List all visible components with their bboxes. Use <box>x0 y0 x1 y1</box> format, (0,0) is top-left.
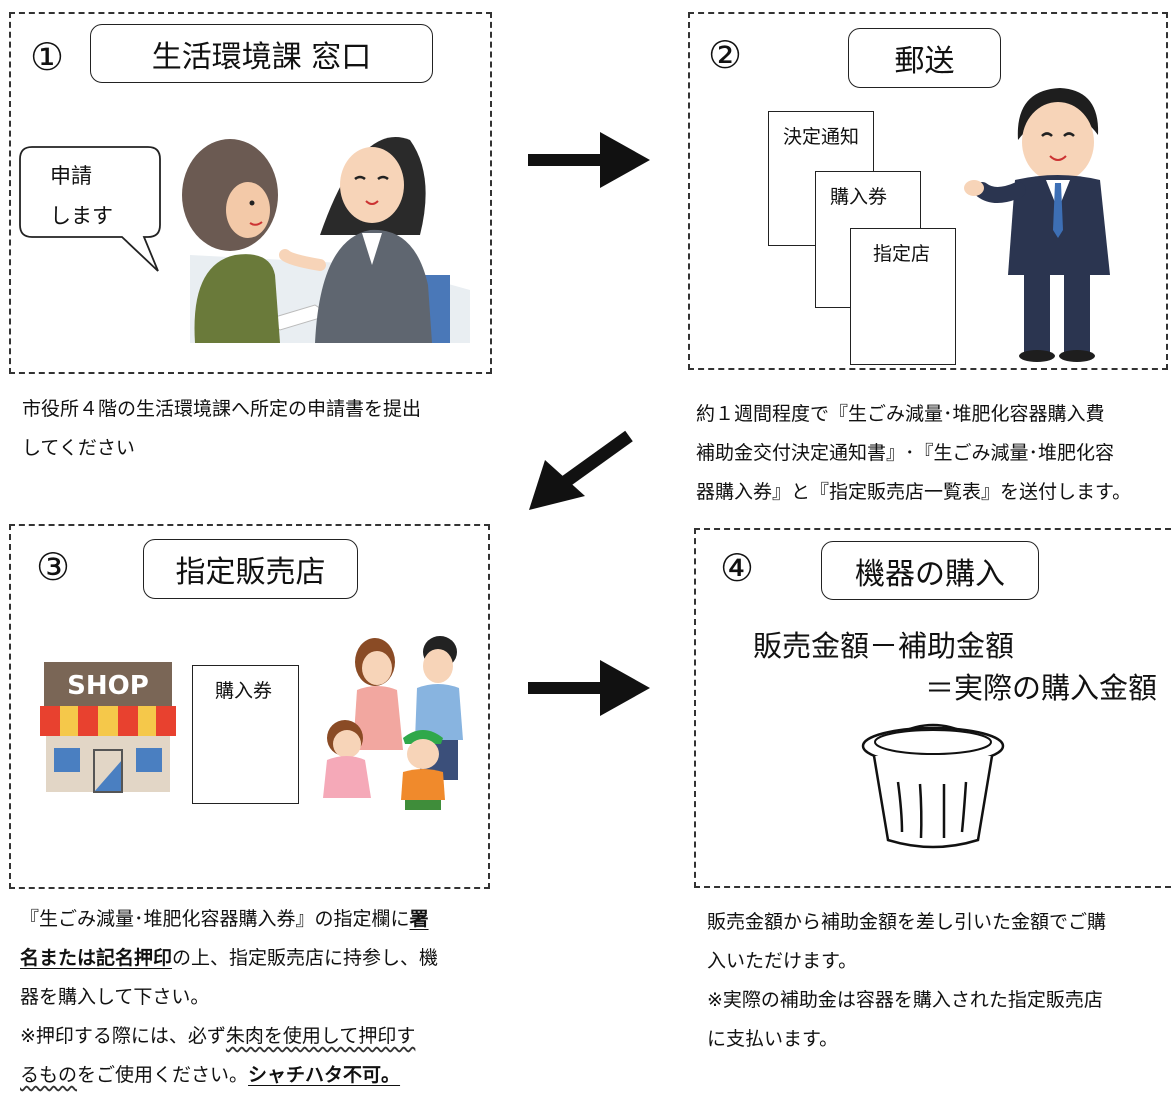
panel-1-title: 生活環境課 窓口 <box>90 24 433 83</box>
panel-4-window <box>694 528 1171 888</box>
caption-line: に支払います。 <box>707 1028 839 1050</box>
caption-line: ※実際の補助金は容器を購入された指定販売店 <box>707 989 1103 1011</box>
panel-4-caption: 販売金額から補助金額を差し引いた金額でご購 入いただけます。 ※実際の補助金は容… <box>707 903 1106 1059</box>
caption-line: 器を購入して下さい。 <box>20 986 210 1008</box>
caption-wavy: 朱肉を使用して押印す <box>225 1025 416 1047</box>
caption-emphasis: シャチハタ不可。 <box>248 1064 401 1086</box>
caption-emphasis: 名または <box>20 947 97 969</box>
caption-emphasis: 記名押印 <box>96 947 173 969</box>
shop-sign-text: SHOP <box>67 671 149 701</box>
caption-line: 市役所４階の生活環境課へ所定の申請書を提出 <box>22 398 422 420</box>
caption-line: 入いただけます。 <box>707 950 858 972</box>
caption-text: 『生ごみ減量･堆肥化容器購入券』の指定欄に <box>20 908 410 930</box>
step-number-2: ② <box>708 33 743 77</box>
panel-2-window <box>688 12 1168 370</box>
speech-line-2: します <box>50 204 113 228</box>
caption-line: 補助金交付決定通知書』･『生ごみ減量･堆肥化容 <box>696 442 1115 464</box>
caption-text: をご使用ください。 <box>77 1064 249 1086</box>
panel-3-caption: 『生ごみ減量･堆肥化容器購入券』の指定欄に署 名または記名押印の上、指定販売店に… <box>20 900 438 1095</box>
panel-4-title: 機器の購入 <box>821 541 1039 600</box>
panel-3-title: 指定販売店 <box>143 539 358 599</box>
caption-line: 器購入券』と『指定販売店一覧表』を送付します。 <box>696 481 1132 503</box>
document-designated-store: 指定店 <box>850 228 956 365</box>
caption-text: の上、指定販売店に持参し、機 <box>172 947 439 969</box>
step-number-1: ① <box>30 35 65 79</box>
panel-1-caption: 市役所４階の生活環境課へ所定の申請書を提出 してください <box>22 390 421 468</box>
caption-emphasis: 署 <box>409 908 429 930</box>
businessman-illustration <box>964 88 1110 362</box>
caption-line: してください <box>22 437 135 459</box>
formula-line-1: 販売金額－補助金額 <box>753 629 1015 663</box>
arrow-right-icon <box>528 132 650 188</box>
caption-line: 約１週間程度で『生ごみ減量･堆肥化容器購入費 <box>696 403 1105 425</box>
shop-illustration: SHOP <box>40 662 176 793</box>
counter-consultation-illustration <box>182 137 470 343</box>
caption-line: ※押印する際には、必ず朱肉を使用して押印す <box>20 1017 438 1056</box>
step-number-3: ③ <box>36 545 71 589</box>
document-purchase-ticket-shop: 購入券 <box>192 665 299 804</box>
panel-2-title: 郵送 <box>848 28 1001 88</box>
panel-2-caption: 約１週間程度で『生ごみ減量･堆肥化容器購入費 補助金交付決定通知書』･『生ごみ減… <box>696 395 1131 512</box>
speech-line-1: 申請 <box>50 164 92 188</box>
arrow-down-left-icon <box>529 430 633 510</box>
caption-text: ※押印する際には、必ず <box>20 1025 226 1047</box>
panel-1-window <box>9 12 492 374</box>
speech-bubble-icon <box>19 146 161 272</box>
caption-line: 『生ごみ減量･堆肥化容器購入券』の指定欄に署 <box>20 900 438 939</box>
caption-line: 販売金額から補助金額を差し引いた金額でご購 <box>707 911 1107 933</box>
caption-line: るものをご使用ください。シャチハタ不可。 <box>20 1056 438 1095</box>
step-number-4: ④ <box>720 546 755 590</box>
arrow-right-icon <box>528 660 650 716</box>
formula-line-2: ＝実際の購入金額 <box>925 671 1158 705</box>
family-illustration <box>323 636 463 810</box>
caption-wavy: るもの <box>20 1064 78 1086</box>
panel-3-window <box>9 524 490 889</box>
caption-line: 名または記名押印の上、指定販売店に持参し、機 <box>20 939 438 978</box>
compost-bin-icon <box>861 723 1005 849</box>
